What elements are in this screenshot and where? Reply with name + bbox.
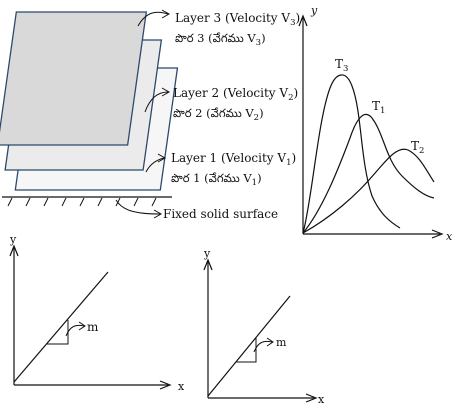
curve-t2: [302, 148, 435, 234]
fixed-surface-label: Fixed solid surface: [163, 207, 278, 221]
slope-left-m-label: m: [87, 320, 99, 334]
slope-left-arrowhead: [78, 321, 86, 331]
slope-right-curved-arrow: [253, 340, 273, 353]
distribution-y-label: y: [310, 4, 318, 17]
slope-right-x-arrowhead: [305, 393, 318, 403]
slope-right-line: [207, 295, 291, 397]
layer-1-label: Layer 1 (Velocity V1): [171, 151, 296, 168]
layer-3-arrowhead: [161, 9, 171, 19]
layer-1-pointer-arrow: [145, 157, 165, 173]
slope-right-triangle: [236, 338, 257, 363]
curve-t1-label: T1: [372, 99, 385, 116]
fluid-layers-diagram: Layer 3 (Velocity V3) పొర 3 (వేగము V3) L…: [0, 9, 300, 221]
curve-t1: [302, 113, 435, 234]
layer-1-label-telugu: పొర 1 (వేగము V1): [171, 171, 262, 188]
slope-right-y-arrowhead: [203, 258, 213, 271]
curve-t3-label: T3: [335, 57, 348, 74]
slope-plot-right: y x m: [203, 247, 325, 406]
slope-plot-left: y x m: [9, 233, 185, 393]
layer-2-arrowhead: [161, 87, 171, 97]
layer-2-label-telugu: పొర 2 (వేగము V2): [173, 106, 264, 123]
slope-left-curved-arrow: [65, 324, 85, 337]
slope-left-line: [13, 271, 109, 383]
layer-2-pointer-arrow: [144, 91, 169, 113]
surface-hatching: [7, 197, 157, 207]
slope-right-y-label: y: [203, 247, 211, 260]
distribution-plot: y x T3 T1 T2: [298, 4, 453, 243]
slope-left-x-label: x: [178, 380, 185, 393]
layer-3-label-telugu: పొర 3 (వేగము V3): [175, 31, 266, 48]
distribution-x-label: x: [446, 230, 453, 243]
slope-left-y-label: y: [9, 233, 17, 246]
layer-2-label: Layer 2 (Velocity V2): [173, 86, 298, 103]
slope-left-x-arrowhead: [159, 380, 172, 390]
distribution-x-arrowhead: [431, 229, 444, 239]
surface-arrowhead: [153, 209, 163, 219]
layer-3-plane: [0, 11, 148, 146]
slope-right-arrowhead: [266, 337, 274, 347]
slope-right-m-label: m: [276, 336, 287, 349]
layer-1-arrowhead: [157, 153, 167, 163]
slope-left-triangle: [47, 320, 69, 345]
layer-3-label: Layer 3 (Velocity V3): [175, 11, 300, 28]
distribution-y-arrowhead: [298, 14, 308, 27]
curve-t3: [302, 74, 401, 234]
slope-right-x-label: x: [318, 393, 325, 406]
layer-3-pointer-arrow: [137, 11, 169, 27]
surface-pointer-arrow: [115, 199, 161, 215]
slope-left-y-arrowhead: [9, 244, 19, 257]
curve-t2-label: T2: [411, 139, 424, 156]
